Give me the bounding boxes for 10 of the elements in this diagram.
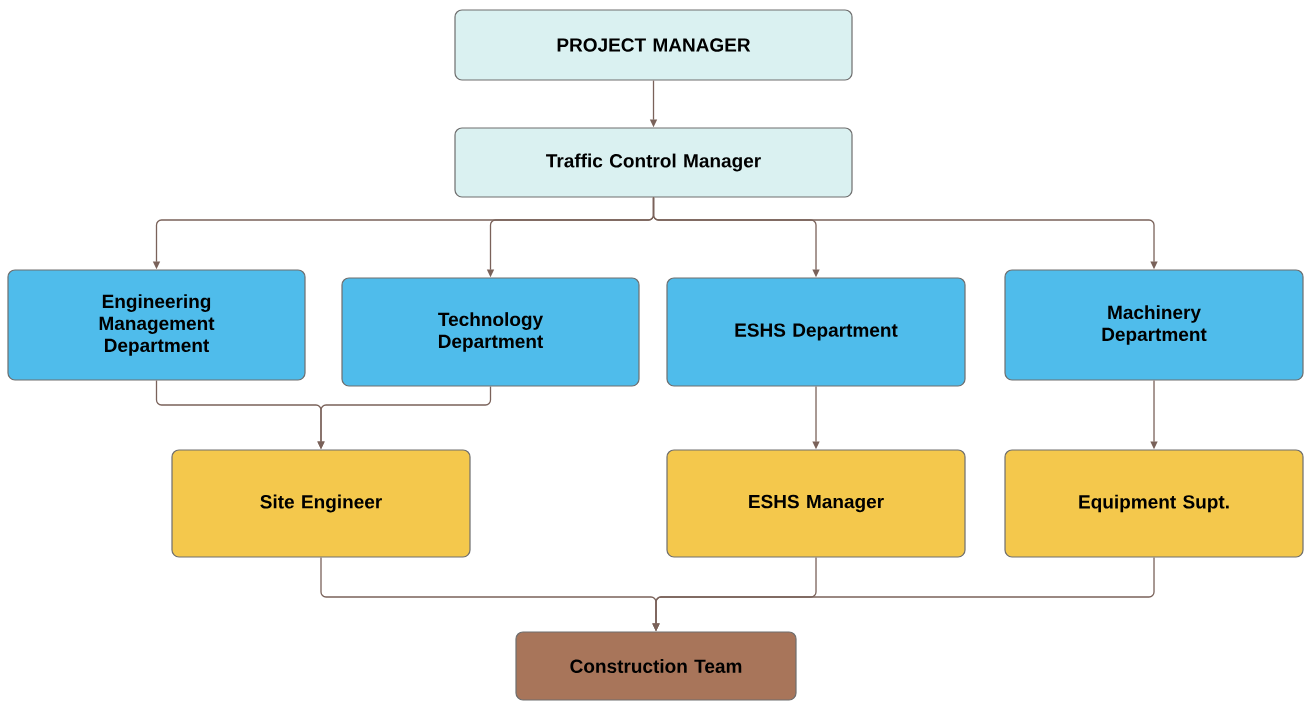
role-box: Site Engineer [171,449,471,558]
department-box: ESHS Department [666,277,966,387]
role-box: ESHS Manager [666,449,966,558]
role-box: Equipment Supt. [1004,449,1304,558]
team-box: Construction Team [515,631,797,701]
department-box: Machinery Department [1004,269,1304,381]
manager-box: Traffic Control Manager [454,127,853,198]
department-box: Engineering Management Department [7,269,306,381]
manager-box: PROJECT MANAGER [454,9,853,81]
department-box: Technology Department [341,277,640,387]
